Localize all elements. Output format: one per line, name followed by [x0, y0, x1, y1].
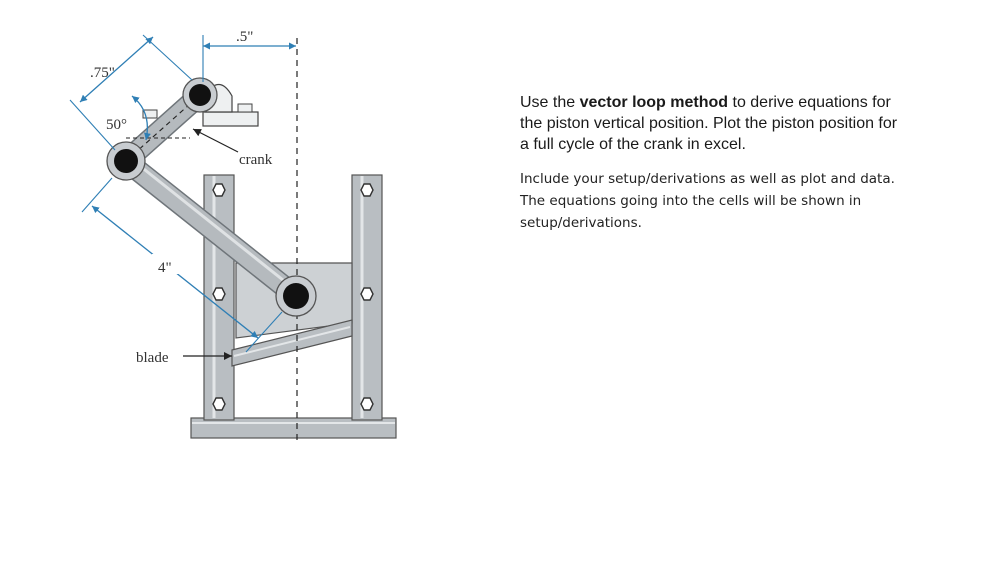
- rod-crank-joint: [106, 141, 146, 181]
- instruction-paragraph-1: Use the vector loop method to derive equ…: [520, 92, 900, 155]
- blade-highlight: [233, 326, 351, 357]
- base-plate: [190, 417, 397, 439]
- mechanism-diagram: .5" .75" 50° 4" crank blade: [69, 29, 397, 440]
- blade-label: blade: [136, 350, 169, 366]
- vector-loop-method-emphasis: vector loop method: [579, 94, 729, 111]
- offset-label: .5": [236, 29, 253, 45]
- rod-length-label: 4": [158, 260, 172, 276]
- bolt-right-mid: [360, 287, 374, 301]
- piston-pin-joint: [275, 275, 317, 317]
- angle-arc: [131, 95, 151, 141]
- bolt-left-top: [212, 183, 226, 197]
- radius-label: .75": [90, 65, 115, 81]
- crank-pin-joint: [182, 77, 218, 113]
- column-bolts: [212, 183, 374, 411]
- bolt-right-top: [360, 183, 374, 197]
- instructions-panel: Use the vector loop method to derive equ…: [520, 92, 900, 234]
- blade-part: [231, 319, 353, 367]
- instruction-paragraph-2: Include your setup/derivations as well a…: [520, 171, 895, 231]
- crank-leader: [192, 128, 239, 153]
- angle-label: 50°: [106, 117, 127, 133]
- bolt-right-bottom: [360, 397, 374, 411]
- instruction-text-pre: Use the: [520, 94, 580, 111]
- crank-label: crank: [239, 152, 273, 168]
- instruction-text-post: to derive equations for the piston verti…: [520, 94, 898, 153]
- bolt-left-mid: [212, 287, 226, 301]
- offset-dimension: [202, 35, 296, 82]
- bolt-left-bottom: [212, 397, 226, 411]
- radius-dimension: [69, 34, 193, 151]
